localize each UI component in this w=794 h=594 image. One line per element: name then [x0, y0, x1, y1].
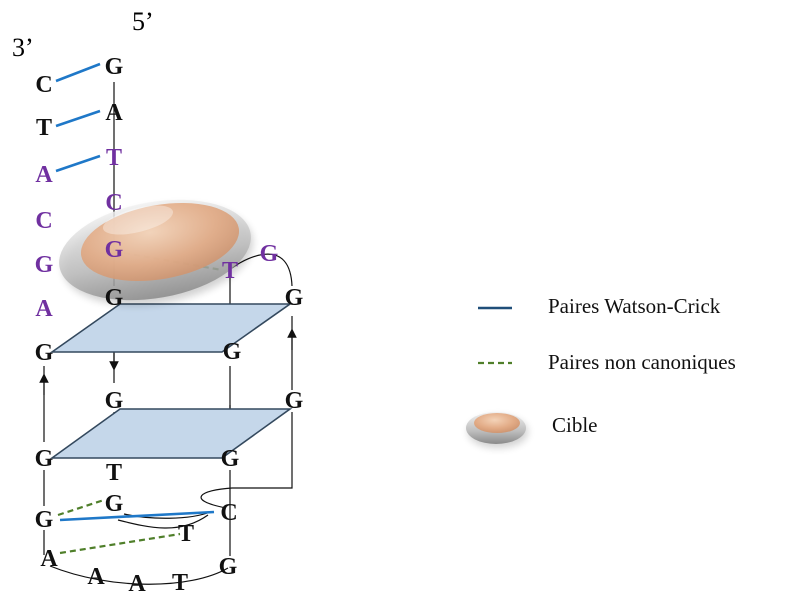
base: G	[105, 237, 124, 263]
legend-target-swatch	[466, 412, 528, 448]
base: A	[105, 100, 123, 126]
base: G	[285, 285, 304, 311]
base: G	[105, 54, 124, 80]
base: A	[128, 571, 146, 594]
base: A	[87, 564, 105, 590]
base: A	[35, 162, 53, 188]
strand-end-labels: 3’ 5’	[12, 7, 154, 62]
base: T	[178, 521, 194, 547]
base: G	[35, 507, 54, 533]
base: G	[35, 252, 54, 278]
base: G	[105, 388, 124, 414]
base: C	[105, 190, 122, 216]
lower-tetrad-plane	[49, 408, 293, 459]
legend-watson-crick-label: Paires Watson-Crick	[548, 294, 721, 318]
base: T	[106, 145, 122, 171]
base: G	[35, 446, 54, 472]
base: C	[35, 72, 52, 98]
base: T	[36, 115, 52, 141]
base: G	[285, 388, 304, 414]
base: T	[172, 570, 188, 594]
base: T	[222, 258, 238, 284]
base: T	[106, 460, 122, 486]
base: C	[35, 208, 52, 234]
legend-non-canonical-label: Paires non canoniques	[548, 350, 736, 374]
base: G	[105, 491, 124, 517]
base: G	[221, 446, 240, 472]
base: A	[40, 546, 58, 572]
target-molecule	[59, 199, 253, 306]
legend-target-label: Cible	[552, 413, 598, 437]
base: A	[35, 296, 53, 322]
watson-crick-pairs	[55, 62, 215, 522]
base: G	[219, 554, 238, 580]
base: G	[260, 241, 279, 267]
g-tetrads	[49, 303, 293, 459]
base: G	[223, 339, 242, 365]
legend: Paires Watson-Crick Paires non canonique…	[466, 294, 736, 448]
bases: C T A C G A G G G A G A T C G G G T G T …	[35, 54, 304, 594]
base: C	[220, 500, 237, 526]
five-prime-label: 5’	[132, 7, 154, 36]
base: G	[35, 340, 54, 366]
base: G	[105, 285, 124, 311]
three-prime-label: 3’	[12, 33, 34, 62]
upper-tetrad-plane	[49, 303, 293, 353]
